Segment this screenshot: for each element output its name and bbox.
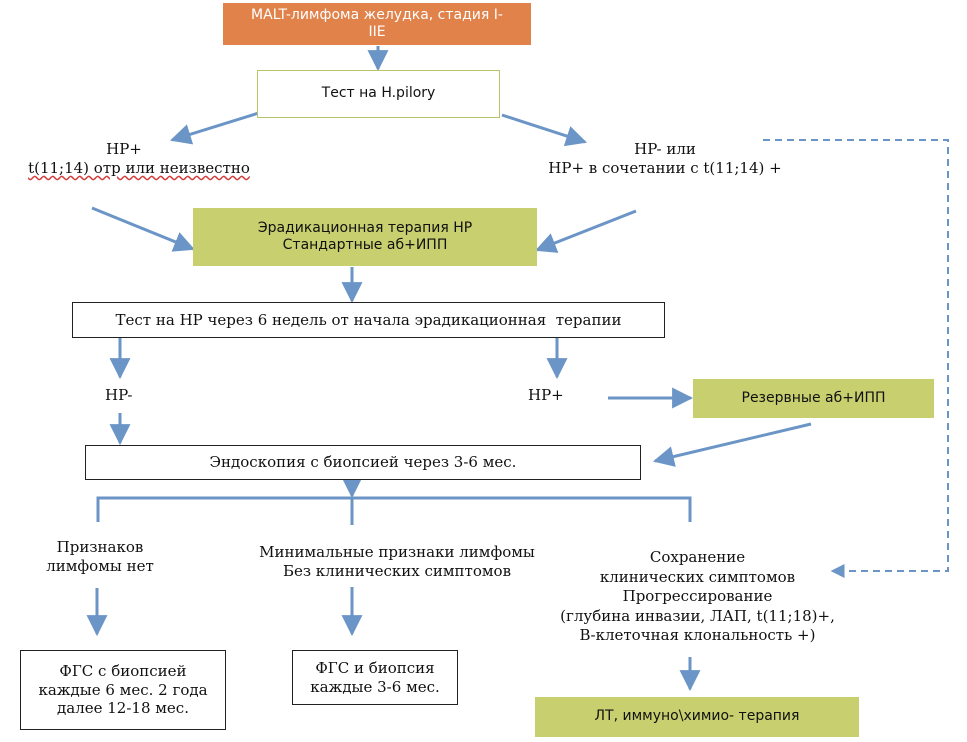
branch-bar (96, 496, 692, 522)
persisting-line-2: клинических симптомов (599, 567, 796, 586)
hp-test-6w-text: Тест на HP через 6 недель от начала эрад… (115, 310, 622, 329)
persisting-line-3: Прогрессирование (622, 587, 773, 606)
arrow-test-to-right (501, 113, 587, 147)
minimal-signs-line-1: Минимальные признаки лимфомы (259, 542, 535, 561)
minimal-signs-label: Минимальные признаки лимфомы Без клиниче… (222, 537, 572, 587)
arrow-right-to-eradication (535, 209, 637, 253)
fgs-3-6m-line-1: ФГС и биопсия (315, 658, 435, 677)
hp-neg-right-line-2: HP+ в сочетании с t(11;14) + (548, 159, 782, 177)
no-signs-line-2: лимфомы нет (46, 557, 154, 575)
eradication-line-1: Эрадикационная терапия НР (257, 219, 473, 236)
hp-test-text: Тест на H.pilory (321, 85, 436, 102)
hp-neg-label: HP- (105, 384, 165, 408)
dashed-bypass (763, 139, 949, 578)
hp-test-6w-box: Тест на HP через 6 недель от начала эрад… (72, 302, 665, 338)
fgs-3-6m-box: ФГС и биопсия каждые 3-6 мес. (292, 650, 458, 705)
arrow-reserve-to-endoscopy (652, 422, 812, 467)
fgs-6m-line-2: каждые 6 мес. 2 года (38, 680, 208, 699)
start-box: MALT-лимфома желудка, стадия I- IIE (223, 3, 531, 45)
reserve-box: Резервные аб+ИПП (693, 379, 934, 418)
persisting-line-1: Сохранение (649, 548, 746, 567)
fgs-6m-line-3: далее 12-18 мес. (57, 699, 189, 718)
hp-neg-right-label: HP- или HP+ в сочетании с t(11;14) + (520, 134, 810, 184)
fgs-6m-box: ФГС с биопсией каждые 6 мес. 2 года дале… (20, 650, 226, 730)
persisting-label: Сохранение клинических симптомов Прогрес… (525, 537, 870, 657)
hp-pos-left-line-1: HP+ (106, 139, 142, 158)
hp-pos-left-line-2: t(11;14) отр или неизвестно (28, 159, 250, 177)
persisting-line-5: В-клеточная клональность +) (579, 626, 816, 645)
fgs-3-6m-line-2: каждые 3-6 мес. (310, 677, 440, 696)
reserve-text: Резервные аб+ИПП (741, 389, 886, 406)
arrow-left-to-eradication (91, 206, 195, 252)
persisting-line-4: (глубина инвазии, ЛАП, t(11;18)+, (560, 606, 835, 625)
therapy-text: ЛТ, иммуно\химио- терапия (594, 708, 800, 725)
hp-pos-label: HP+ (528, 384, 588, 408)
no-signs-label: Признаков лимфомы нет (20, 532, 180, 582)
no-signs-line-1: Признаков (56, 537, 144, 556)
hp-pos-text: HP+ (528, 386, 564, 405)
minimal-signs-line-2: Без клинических симптомов (282, 562, 512, 580)
therapy-box: ЛТ, иммуно\химио- терапия (535, 697, 859, 737)
eradication-box: Эрадикационная терапия НР Стандартные аб… (193, 208, 537, 266)
hp-neg-text: HP- (105, 386, 133, 405)
hp-pos-left-label: HP+ t(11;14) отр или неизвестно (4, 134, 274, 184)
arrow-test-to-left (169, 110, 263, 145)
hp-test-box: Тест на H.pilory (257, 70, 500, 118)
endoscopy-box: Эндоскопия с биопсией через 3-6 мес. (85, 445, 641, 480)
start-line-1: MALT-лимфома желудка, стадия I- (251, 6, 503, 23)
start-line-2: IIE (368, 24, 386, 40)
hp-neg-right-line-1: HP- или (634, 139, 696, 158)
fgs-6m-line-1: ФГС с биопсией (59, 661, 187, 680)
endoscopy-text: Эндоскопия с биопсией через 3-6 мес. (209, 453, 517, 472)
eradication-line-2: Стандартные аб+ИПП (282, 237, 448, 253)
